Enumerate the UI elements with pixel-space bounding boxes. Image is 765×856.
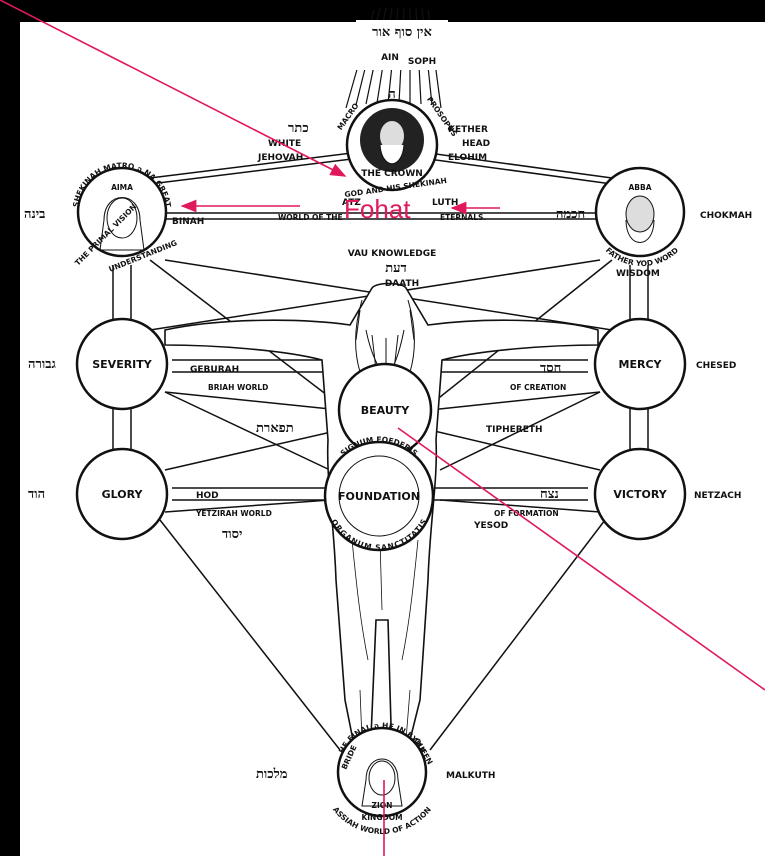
- beauty-line: [397, 427, 765, 691]
- aima-label: AIMA: [111, 183, 133, 192]
- severity-name: SEVERITY: [92, 358, 153, 371]
- victory-name: VICTORY: [613, 488, 667, 501]
- tiphereth-hebrew: תפארת: [256, 421, 294, 436]
- victory-circle: [593, 447, 687, 541]
- yesod-hebrew: יסוד: [222, 527, 242, 542]
- of-creation-label: OF CREATION: [510, 383, 566, 392]
- white-label: WHITE: [268, 139, 301, 149]
- beauty-name: BEAUTY: [361, 404, 411, 417]
- hod-hebrew: הוד: [28, 487, 45, 502]
- chokmah-label: CHOKMAH: [700, 211, 752, 221]
- chesed-hebrew: חסד: [540, 361, 561, 376]
- ain-label: AIN: [381, 53, 399, 63]
- daath-hebrew: דעת: [385, 261, 407, 276]
- chesed-label: CHESED: [696, 361, 736, 371]
- foundation-circle: [323, 440, 435, 552]
- briah-world-label: BRIAH WORLD: [208, 383, 268, 392]
- crown-letter: ה: [388, 87, 395, 102]
- jehovah-label: JEHOVAH: [257, 153, 303, 163]
- foundation-name: FOUNDATION: [338, 490, 420, 503]
- vau-knowledge-label: VAU KNOWLEDGE: [348, 249, 436, 259]
- kingdom-hair: [361, 758, 403, 807]
- crown-name: THE CROWN: [361, 169, 423, 179]
- hod-label: HOD: [196, 491, 219, 501]
- head-label: HEAD: [462, 139, 490, 149]
- kingdom-name: KINGDOM: [361, 813, 402, 822]
- mercy-circle: [593, 317, 687, 411]
- daath-label: DAATH: [385, 279, 419, 289]
- soph-label: SOPH: [408, 57, 436, 67]
- severity-hebrew: גבורה: [28, 357, 56, 372]
- netzach-hebrew: נצח: [540, 487, 559, 502]
- malkuth-hebrew: מלכות: [256, 767, 288, 782]
- wisdom-label: WISDOM: [616, 269, 660, 279]
- crown-face: [380, 121, 404, 151]
- glory-circle: [75, 447, 169, 541]
- atz-label: ATZ: [342, 198, 361, 208]
- zion-label: ZION: [372, 801, 393, 810]
- malkuth-label: MALKUTH: [446, 771, 495, 781]
- severity-circle: [75, 317, 169, 411]
- ain-soph-label-bg: [356, 20, 448, 70]
- chokmah-beard: [625, 219, 655, 243]
- luth-label: LUTH: [432, 198, 458, 208]
- kether-hebrew: כתר: [288, 121, 309, 136]
- of-formation-label: OF FORMATION: [494, 509, 559, 518]
- chokmah-face: [625, 195, 655, 233]
- glory-name: GLORY: [102, 488, 144, 501]
- kether-label: KETHER: [448, 125, 488, 135]
- eternals-label: ETERNALS.: [440, 213, 486, 222]
- elohim-label: ELOHIM: [448, 153, 487, 163]
- ain-soph-hebrew: אין סוף אור: [372, 25, 432, 40]
- netzach-label: NETZACH: [694, 491, 741, 501]
- kingdom-face: [368, 760, 396, 796]
- world-of-eternals: WORLD OF THE: [278, 213, 343, 222]
- binah-hebrew: בינה: [24, 207, 45, 222]
- abba-label: ABBA: [628, 183, 651, 192]
- crown-beard: [379, 144, 405, 165]
- fohat-label: Fohat: [344, 194, 411, 224]
- binah-label: BINAH: [172, 217, 204, 227]
- yesod-label: YESOD: [473, 521, 508, 531]
- foundation-inner-ring: [338, 455, 420, 537]
- binah-hair: [99, 197, 145, 251]
- chokmah-hebrew: חכמה: [556, 207, 585, 222]
- mercy-name: MERCY: [619, 358, 663, 371]
- top-left-arrow: [0, 0, 347, 177]
- geburah-label: GEBURAH: [190, 365, 239, 375]
- tiphereth-label: TIPHERETH: [486, 425, 543, 435]
- yetzirah-world-label: YETZIRAH WORLD: [195, 509, 272, 518]
